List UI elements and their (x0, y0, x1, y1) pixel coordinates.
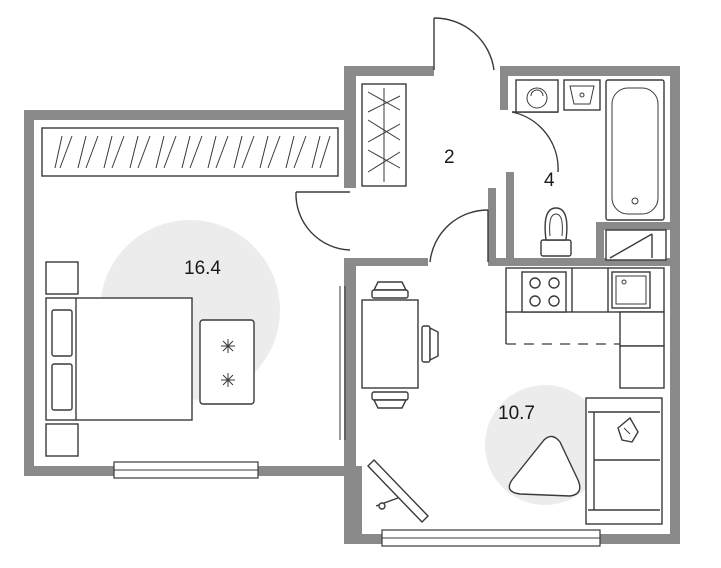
kitchen-door (429, 209, 489, 263)
bedroom-door (295, 191, 351, 251)
pillow (51, 309, 73, 357)
nightstand (45, 261, 79, 295)
double-bed (45, 297, 193, 421)
hall-area-label: 2 (444, 147, 455, 168)
toilet (540, 207, 572, 257)
walls (24, 66, 680, 544)
kitchen-living-area-label: 10.7 (498, 403, 535, 424)
bathtub (605, 79, 665, 221)
stove (521, 271, 567, 313)
bedroom-area-label: 16.4 (184, 258, 221, 279)
wall-mirror (339, 286, 346, 440)
cushion (617, 416, 639, 443)
shelf (605, 229, 667, 261)
kitchen-sink (611, 271, 651, 309)
bedroom-window (113, 461, 259, 479)
kitchen-window (381, 529, 601, 547)
hall-wardrobe (361, 83, 407, 187)
entrance-door (433, 17, 495, 71)
sofa (585, 397, 663, 525)
bedroom-rug (199, 319, 255, 405)
bathroom-area-label: 4 (544, 170, 555, 191)
coffee-table (508, 435, 581, 497)
dining-table (361, 281, 439, 409)
pillow (51, 363, 73, 411)
sink (563, 79, 601, 111)
nightstand (45, 423, 79, 457)
ironing-board (367, 459, 429, 523)
washing-machine (515, 79, 559, 113)
wardrobe (41, 127, 339, 177)
bathroom-door (511, 111, 559, 173)
